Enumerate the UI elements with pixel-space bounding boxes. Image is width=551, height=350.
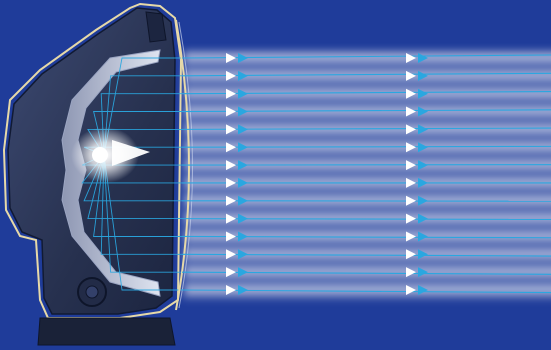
beam-glow (182, 50, 551, 300)
beam-haze (182, 50, 551, 300)
